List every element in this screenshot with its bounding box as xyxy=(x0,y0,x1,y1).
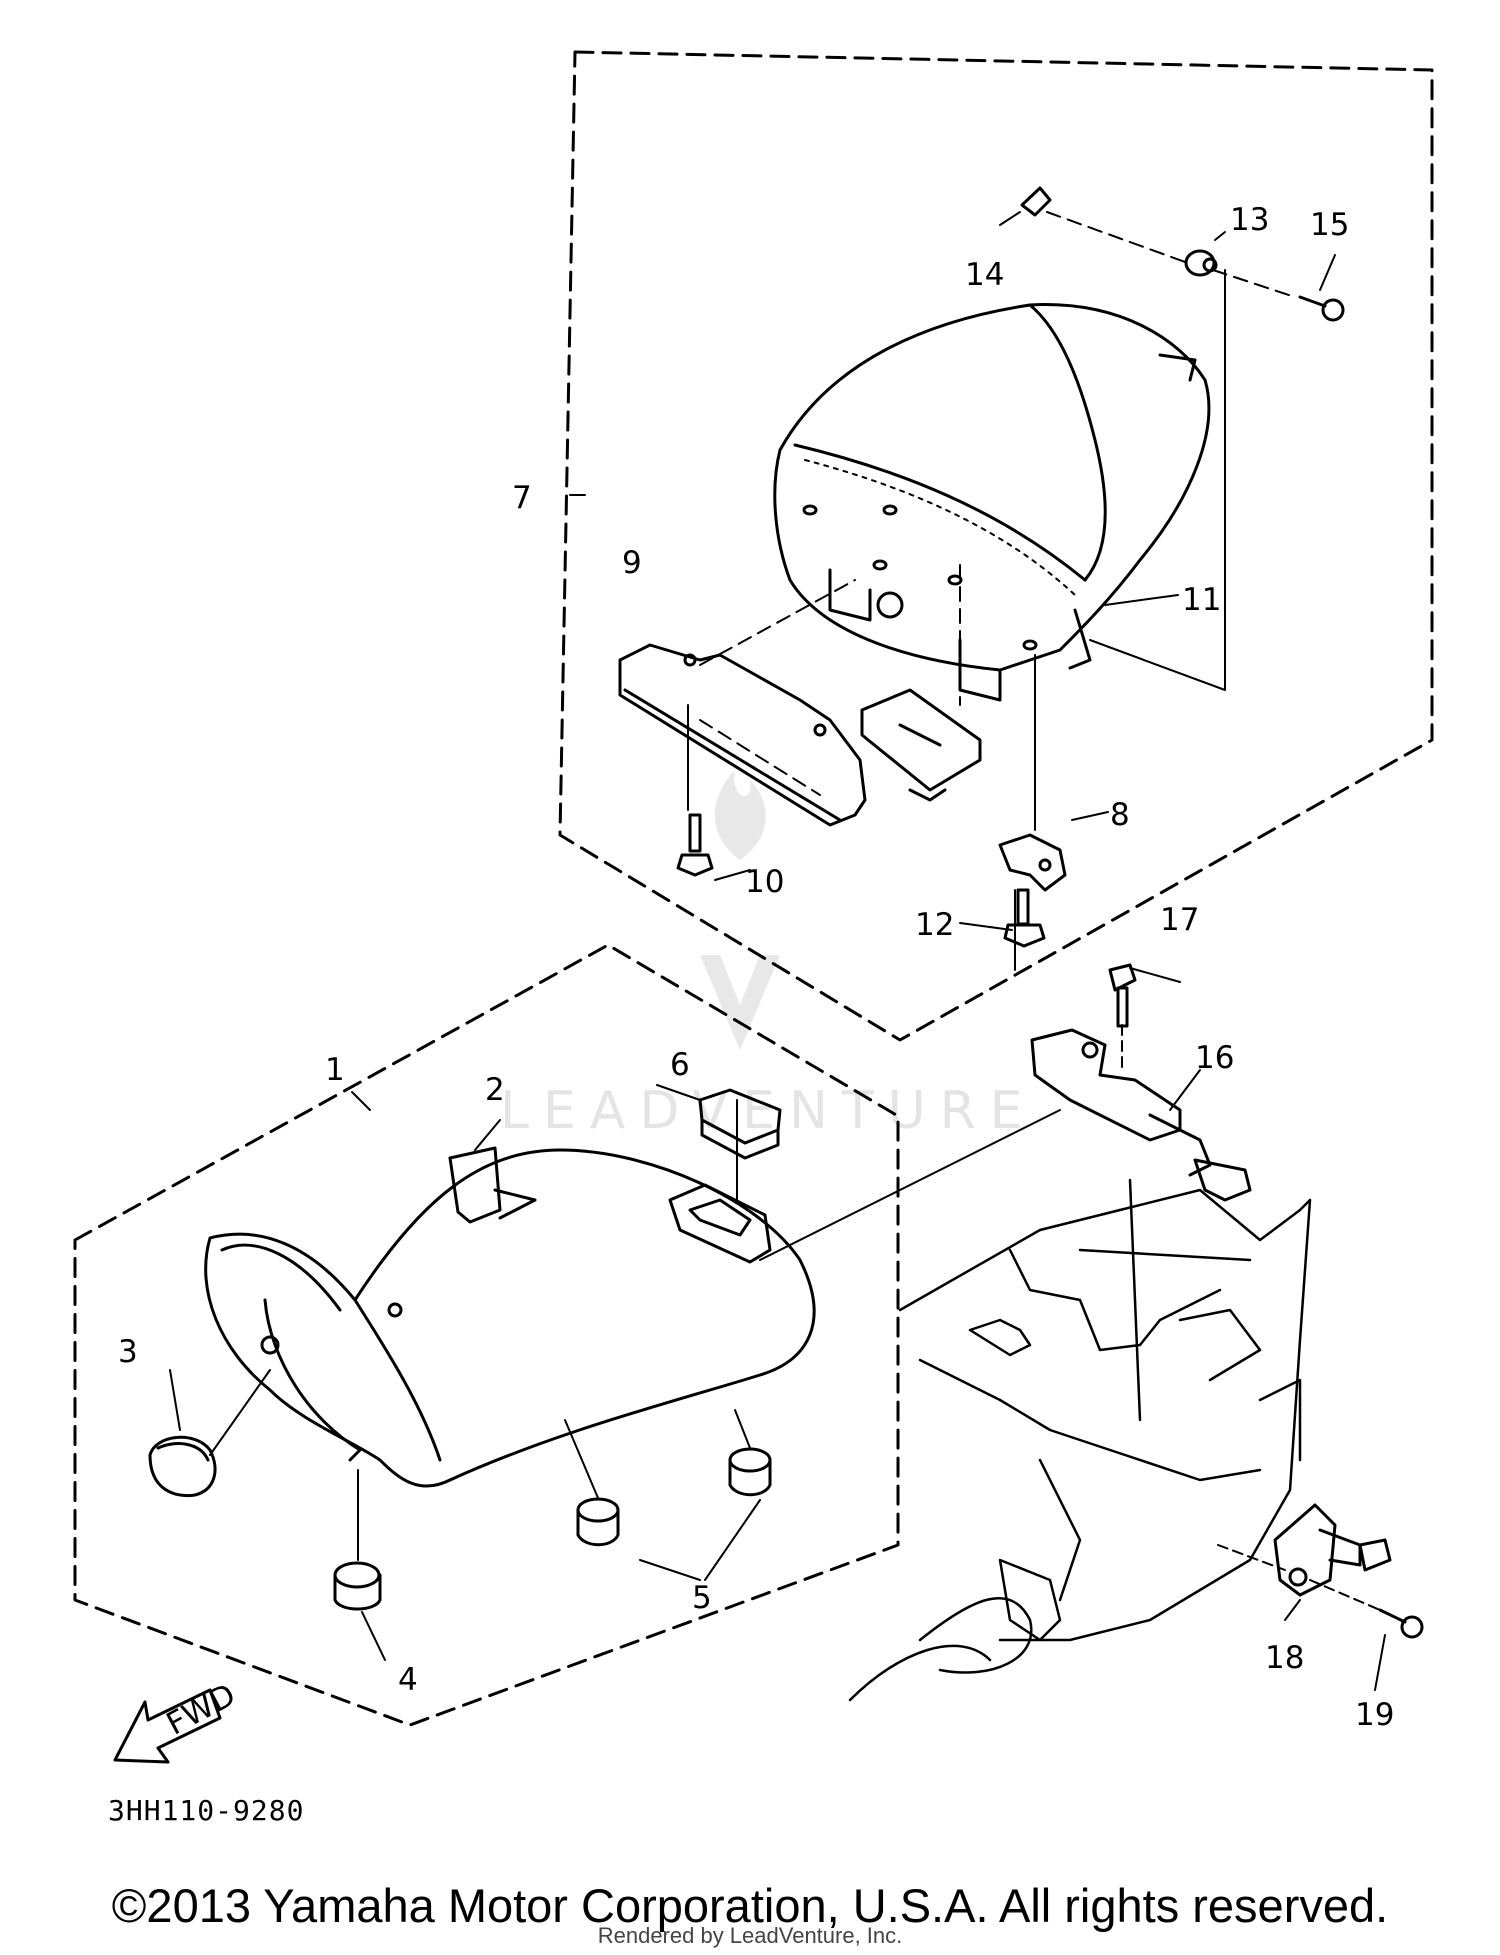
callout-7: 7 xyxy=(512,480,532,516)
knob-part-3 xyxy=(148,1435,217,1498)
fwd-label: FWD xyxy=(161,1677,242,1743)
callout-14: 14 xyxy=(965,257,1004,293)
seat-rail-part-9 xyxy=(618,643,867,827)
seat-lock-part-16 xyxy=(1030,1028,1252,1202)
callout-12: 12 xyxy=(915,907,954,943)
callout-9: 9 xyxy=(622,545,642,581)
grommet-part-6 xyxy=(668,1088,782,1264)
watermark-v-icon xyxy=(700,955,780,1050)
callout-10: 10 xyxy=(745,864,784,900)
watermark-text: LEADVENTURE xyxy=(500,1081,1037,1141)
tab-part-2 xyxy=(448,1146,537,1224)
rider-seat xyxy=(204,1148,816,1488)
screw-part-19 xyxy=(1378,1608,1424,1639)
rendered-by-notice: Rendered by LeadVenture, Inc. xyxy=(597,1923,903,1948)
rider-seat-group-box xyxy=(73,943,900,1727)
fwd-arrow-icon xyxy=(113,1688,222,1764)
clip-part-14 xyxy=(1020,186,1052,217)
callout-3: 3 xyxy=(118,1334,138,1370)
copyright-notice: ©2013 Yamaha Motor Corporation, U.S.A. A… xyxy=(111,1879,1389,1932)
callout-8: 8 xyxy=(1110,797,1130,833)
callout-19: 19 xyxy=(1355,1697,1394,1733)
bolt-part-12 xyxy=(1003,888,1046,948)
seat-lock-part-18 xyxy=(1273,1503,1392,1597)
callout-5: 5 xyxy=(692,1580,712,1616)
callout-18: 18 xyxy=(1265,1640,1304,1676)
screw-part-15 xyxy=(1298,295,1345,322)
callout-2: 2 xyxy=(485,1072,505,1108)
watermark-flame-icon xyxy=(714,770,766,860)
callout-11: 11 xyxy=(1182,582,1221,618)
seat-bracket xyxy=(860,688,982,802)
callout-13: 13 xyxy=(1230,202,1269,238)
damper-part-4 xyxy=(333,1561,382,1611)
passenger-seat-group-box xyxy=(558,50,1434,1042)
bracket-part-8 xyxy=(998,833,1067,892)
callout-15: 15 xyxy=(1310,207,1349,243)
callout-17: 17 xyxy=(1160,902,1199,938)
passenger-seat xyxy=(773,303,1211,702)
damper-part-5-left xyxy=(576,1497,620,1547)
callout-1: 1 xyxy=(325,1052,345,1088)
collar-part-13 xyxy=(1184,249,1218,277)
leader-lines xyxy=(209,211,1381,1611)
watermark: LEADVENTURE xyxy=(500,770,1037,1141)
drawing-code: 3HH110-9280 xyxy=(108,1794,304,1827)
bolt-part-10 xyxy=(676,813,714,877)
callout-numbers: 1 2 3 4 5 6 7 8 9 10 11 12 13 14 15 16 1… xyxy=(118,202,1394,1733)
callout-6: 6 xyxy=(670,1047,690,1083)
bolt-part-17 xyxy=(1108,963,1137,1028)
damper-part-5-right xyxy=(728,1447,772,1497)
motorcycle-frame xyxy=(848,1178,1312,1702)
callout-16: 16 xyxy=(1195,1040,1234,1076)
callout-4: 4 xyxy=(398,1662,418,1698)
callout-leaders xyxy=(169,211,1386,1691)
